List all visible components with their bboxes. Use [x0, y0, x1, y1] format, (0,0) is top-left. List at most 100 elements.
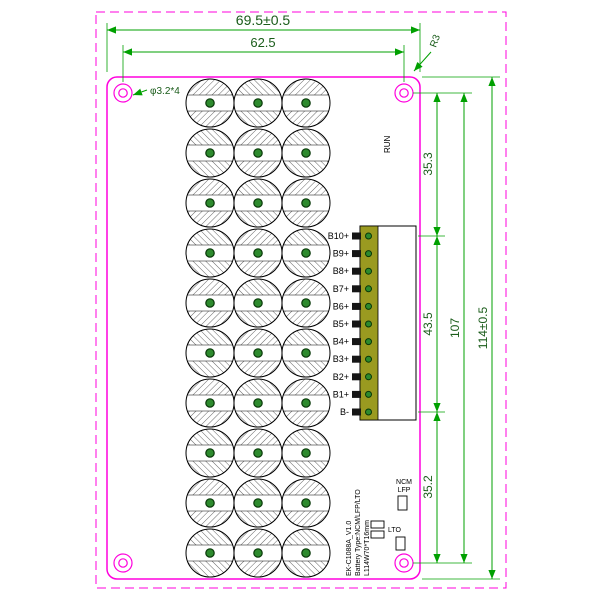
battery-pad-cell: [233, 428, 283, 478]
connector-pins: B10+B9+B8+B7+B6+B5+B4+B3+B2+B1+B-: [328, 231, 372, 417]
battery-pad-cell: [185, 78, 235, 128]
mounting-hole-top-right: [394, 83, 414, 103]
pad-center-via: [301, 498, 311, 508]
silkscreen-lfp-label: LFP: [398, 487, 411, 494]
pad-center-via: [205, 548, 215, 558]
pad-center-via: [205, 348, 215, 358]
pad-center-via: [301, 398, 311, 408]
battery-pad-cell: [185, 178, 235, 228]
dim-hole-spec: φ3.2*4: [150, 86, 180, 97]
battery-pad-cell: [185, 128, 235, 178]
pin-label: B-: [340, 407, 349, 417]
dim-seg-top: 35.3: [421, 152, 435, 176]
dim-hole-pitch-h: 62.5: [250, 35, 275, 50]
pad-center-via: [301, 148, 311, 158]
battery-pad-cell: [281, 478, 331, 528]
pad-center-via: [253, 298, 263, 308]
battery-pad-cell: [233, 278, 283, 328]
battery-pad-cell: [233, 478, 283, 528]
battery-pad-cell: [233, 528, 283, 578]
battery-pad-cell: [185, 228, 235, 278]
connector-pin: [352, 285, 361, 293]
pad-center-via: [301, 548, 311, 558]
dim-seg-bottom: 35.2: [421, 475, 435, 499]
connector-pin: [352, 232, 361, 240]
pad-center-via: [205, 398, 215, 408]
connector-pin: [352, 302, 361, 310]
connector-pin-via: [365, 232, 372, 240]
pin-label: B10+: [328, 231, 349, 241]
pad-center-via: [205, 248, 215, 258]
pin-label: B5+: [333, 319, 349, 329]
pad-center-via: [301, 98, 311, 108]
mounting-holes: [113, 83, 414, 573]
smd-component: [395, 536, 406, 551]
balance-connector: B10+B9+B8+B7+B6+B5+B4+B3+B2+B1+B-: [328, 225, 417, 421]
dim-board-height: 114±0.5: [476, 306, 490, 349]
connector-pin-via: [365, 285, 372, 293]
pad-center-via: [205, 298, 215, 308]
pad-center-via: [301, 298, 311, 308]
battery-pad-cell: [281, 278, 331, 328]
connector-pin-via: [365, 338, 372, 346]
sheet-boundary: [95, 11, 507, 589]
connector-pin-via: [365, 250, 372, 258]
pad-center-via: [253, 98, 263, 108]
battery-pad-cell: [233, 228, 283, 278]
pad-center-via: [301, 448, 311, 458]
battery-pad-cell: [185, 528, 235, 578]
pad-center-via: [205, 498, 215, 508]
pin-label: B6+: [333, 301, 349, 311]
battery-pad-cell: [233, 178, 283, 228]
battery-pad-cell: [281, 128, 331, 178]
connector-pin: [352, 408, 361, 416]
battery-pad-cell: [185, 328, 235, 378]
connector-pin-via: [365, 408, 372, 416]
battery-pad-cell: [281, 528, 331, 578]
dim-corner-radius: R3: [428, 33, 443, 49]
pin-label: B4+: [333, 337, 349, 347]
connector-pin-via: [365, 373, 372, 381]
smd-component: [370, 530, 385, 539]
pad-center-via: [253, 448, 263, 458]
pad-center-via: [301, 248, 311, 258]
battery-pad-cell: [233, 128, 283, 178]
dimension-annotations: 69.5±0.5 62.5 φ3.2*4 R3 35.3 43.5 35.2 1…: [106, 12, 500, 580]
smd-component: [370, 520, 385, 529]
pad-center-via: [301, 198, 311, 208]
connector-pin-via: [365, 302, 372, 310]
mounting-hole-bottom-left: [113, 553, 133, 573]
battery-pad-cell: [281, 328, 331, 378]
pad-center-via: [205, 198, 215, 208]
dim-hole-pitch-v: 107: [448, 318, 462, 338]
connector-pin: [352, 320, 361, 328]
silkscreen-battery-type-text: Battery Type:NCM/LFP/LTO: [355, 489, 362, 576]
battery-pad-cell: [185, 278, 235, 328]
dim-seg-mid: 43.5: [421, 312, 435, 336]
silkscreen-model-text: EK-C1088A_V1.0: [346, 521, 353, 576]
pin-label: B3+: [333, 354, 349, 364]
pin-label: B9+: [333, 249, 349, 259]
pad-center-via: [253, 148, 263, 158]
pin-label: B8+: [333, 266, 349, 276]
battery-pad-cell: [185, 378, 235, 428]
battery-pad-cell: [185, 428, 235, 478]
pad-center-via: [205, 148, 215, 158]
mounting-hole-top-left: [113, 83, 133, 103]
pad-center-via: [253, 398, 263, 408]
battery-pad-cell: [233, 328, 283, 378]
battery-pad-cell: [233, 78, 283, 128]
leader-hole-spec: [132, 88, 148, 96]
connector-pin: [352, 390, 361, 398]
battery-pad-grid: [185, 78, 331, 578]
pin-label: B1+: [333, 389, 349, 399]
connector-pin: [352, 250, 361, 258]
connector-pin: [352, 355, 361, 363]
mounting-hole-bottom-right: [394, 553, 414, 573]
battery-pad-cell: [233, 378, 283, 428]
pad-center-via: [253, 198, 263, 208]
smd-component: [397, 495, 408, 511]
connector-pin-via: [365, 355, 372, 363]
